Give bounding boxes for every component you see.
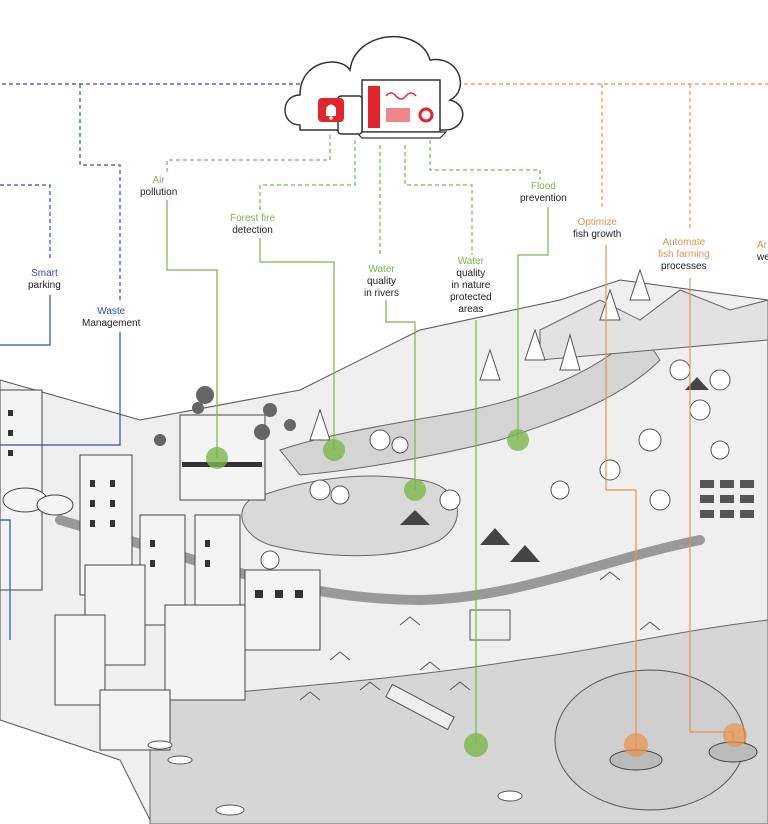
- sensor-points: [206, 429, 747, 757]
- label-forest-fire-detection: Forest fire detection: [230, 213, 275, 237]
- label-optimize-fish-growth: Optimize fish growth: [573, 217, 621, 241]
- label-desc: areas: [458, 304, 484, 315]
- label-waste-management: Waste Management: [82, 306, 140, 330]
- beach: [299, 571, 661, 731]
- trees: [260, 268, 731, 570]
- label-water-quality-rivers: Water quality in rivers: [364, 264, 399, 300]
- label-desc: prevention: [520, 193, 567, 204]
- label-title: Waste: [97, 306, 126, 317]
- label-ar-partial: Ar we: [757, 240, 768, 264]
- label-desc: processes: [661, 261, 707, 272]
- label-title: Automate: [662, 237, 706, 248]
- city-buildings: [0, 389, 321, 751]
- label-desc: quality: [367, 276, 396, 287]
- boats: [147, 740, 523, 816]
- label-desc: parking: [28, 280, 61, 291]
- label-desc: in rivers: [364, 288, 400, 299]
- label-water-quality-nature: Water quality in nature protected areas: [450, 256, 492, 316]
- label-desc: we: [757, 252, 768, 263]
- solar-farm: [700, 480, 754, 518]
- camping-tents: [400, 377, 709, 562]
- laptop-icon: [354, 79, 448, 139]
- label-air-pollution: Air pollution: [140, 175, 177, 199]
- label-title: Forest fire: [230, 213, 276, 224]
- label-desc: protected: [450, 292, 492, 303]
- label-title: Smart: [31, 268, 58, 279]
- connection-lines: [0, 83, 768, 750]
- bell-icon: [318, 98, 344, 122]
- label-desc: detection: [232, 225, 273, 236]
- label-desc: quality: [456, 268, 486, 279]
- factory-smoke: [154, 386, 296, 446]
- label-smart-parking: Smart parking: [28, 268, 61, 292]
- fish-farm-cages: [609, 741, 758, 771]
- label-title: fish farming: [658, 249, 710, 260]
- label-desc: pollution: [140, 187, 178, 198]
- label-desc: in nature: [451, 280, 491, 291]
- label-desc: fish growth: [573, 229, 622, 240]
- label-title: Water: [368, 264, 395, 275]
- label-title: Air: [152, 175, 165, 186]
- label-flood-prevention: Flood prevention: [520, 181, 567, 205]
- label-automate-fish-farming: Automate fish farming processes: [658, 237, 710, 273]
- label-title: Water: [457, 256, 484, 267]
- label-title: Flood: [530, 181, 556, 192]
- label-title: Optimize: [577, 217, 617, 228]
- label-title: Ar: [757, 240, 767, 251]
- label-desc: Management: [82, 318, 141, 329]
